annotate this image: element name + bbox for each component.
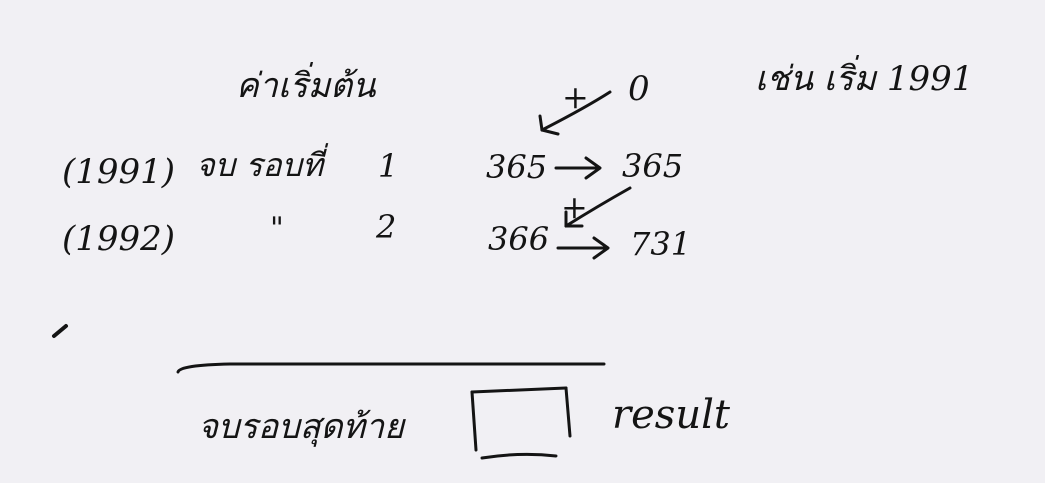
result-box [470, 386, 572, 460]
arrow-total-to-next-days [564, 186, 632, 228]
arrow-days-to-total-row-2 [556, 236, 610, 260]
last-round-label: จบรอบสุดท้าย [198, 407, 406, 447]
year-row-1: (1991) [62, 152, 175, 192]
total-row-2: 731 [630, 225, 691, 263]
round-number-row-2: 2 [375, 208, 396, 246]
ditto-mark-row-2: " [270, 211, 284, 246]
round-number-row-1: 1 [378, 147, 398, 185]
arrow-days-to-total-row-1 [554, 156, 602, 180]
year-row-2: (1992) [62, 219, 175, 259]
arrow-from-zero-to-days [538, 90, 612, 136]
days-row-2: 366 [488, 220, 549, 258]
pen-mark [52, 324, 68, 338]
initial-value-label: ค่าเริ่มต้น [236, 62, 376, 106]
divider-line [176, 362, 606, 374]
description-row-1: จบ รอบที่ [196, 143, 329, 184]
start-value: 0 [628, 69, 650, 109]
days-row-1: 365 [486, 148, 547, 186]
plus-sign-row-1: + [562, 78, 589, 116]
start-year-note: เช่น เริ่ม 1991 [755, 55, 973, 99]
total-row-1: 365 [622, 147, 683, 185]
result-label: result [612, 392, 731, 438]
